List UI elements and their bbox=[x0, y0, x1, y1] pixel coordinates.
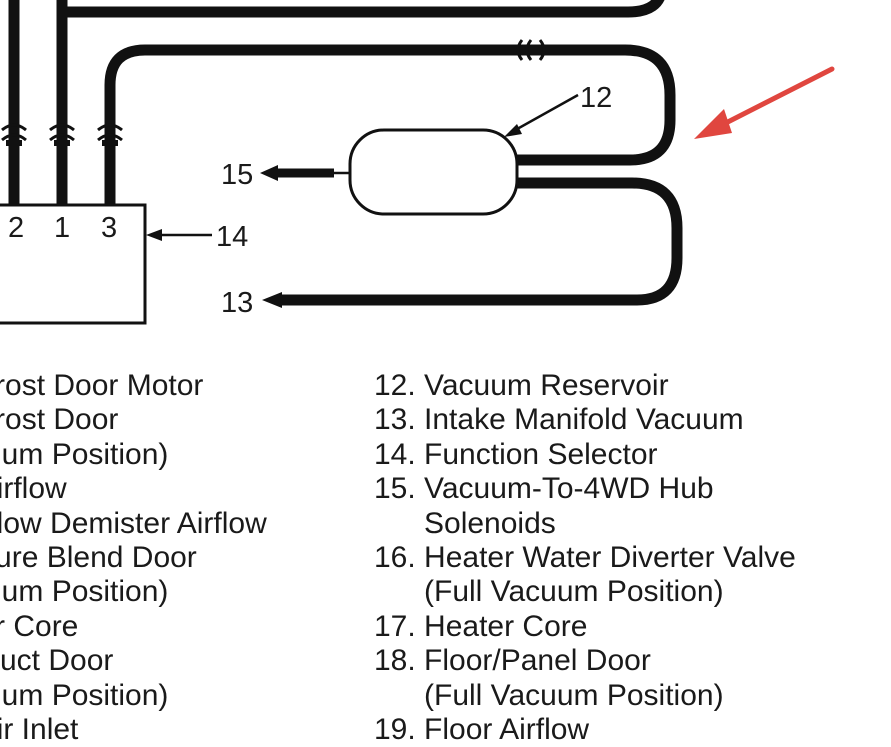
leader-12-arrowhead bbox=[504, 124, 522, 137]
port-1-label: 1 bbox=[54, 212, 70, 244]
leader-14-arrowhead bbox=[146, 229, 162, 241]
callout-12: 12 bbox=[580, 82, 612, 114]
legend-right-item: (Full Vacuum Position) bbox=[374, 575, 724, 609]
legend-left-column: efrost Door Motorefrost Doorcuum Positio… bbox=[0, 369, 267, 747]
hose-top-loop bbox=[62, 0, 665, 18]
port-3-label: 3 bbox=[101, 212, 117, 244]
port-2-label: 2 bbox=[8, 212, 24, 244]
legend-left-item: Airflow bbox=[0, 472, 67, 506]
legend-left-item: Duct Door bbox=[0, 644, 114, 678]
legend-right-item: 19. Floor Airflow bbox=[374, 713, 590, 747]
legend-right-item: 12. Vacuum Reservoir bbox=[374, 369, 669, 402]
legend-left-item: efrost Door Motor bbox=[0, 369, 204, 402]
legend-left-item: cuum Position) bbox=[0, 678, 169, 712]
legend-right-item: 16. Heater Water Diverter Valve bbox=[374, 541, 796, 575]
legend-left-item: cuum Position) bbox=[0, 437, 169, 471]
legend-right-item: 13. Intake Manifold Vacuum bbox=[374, 403, 744, 437]
legend-right-item: 14. Function Selector bbox=[374, 437, 658, 471]
hose-reservoir-to-manifold bbox=[282, 177, 683, 306]
hose-connector-collars bbox=[6, 140, 118, 146]
legend-left-item: cuum Position) bbox=[0, 575, 169, 609]
legend-right-item: Solenoids bbox=[374, 506, 556, 540]
legend-left-item: ndow Demister Airflow bbox=[0, 506, 267, 540]
arrow-to-15 bbox=[260, 165, 278, 181]
arrow-to-13 bbox=[262, 292, 282, 308]
callout-15: 15 bbox=[221, 159, 253, 191]
red-arrow-icon bbox=[694, 66, 835, 139]
vacuum-reservoir bbox=[348, 128, 519, 216]
leader-12 bbox=[509, 93, 579, 135]
legend-right-item: 15. Vacuum-To-4WD Hub bbox=[374, 472, 714, 506]
top-hose-connector bbox=[516, 39, 546, 61]
legend-left-item: efrost Door bbox=[0, 403, 119, 437]
hose-port-3-to-reservoir bbox=[104, 44, 676, 205]
hose-connectors bbox=[1, 123, 123, 142]
legend-left-item: ature Blend Door bbox=[0, 541, 197, 575]
legend-left-item: tor Core bbox=[0, 609, 79, 643]
legend-right-item: (Full Vacuum Position) bbox=[374, 678, 724, 712]
legend-right-item: 17. Heater Core bbox=[374, 609, 588, 643]
callout-14: 14 bbox=[216, 221, 248, 253]
legend-left-item: Air Inlet bbox=[0, 713, 79, 747]
callout-13: 13 bbox=[221, 287, 253, 319]
function-selector-box bbox=[0, 203, 147, 325]
legend-right-item: 18. Floor/Panel Door bbox=[374, 644, 651, 678]
